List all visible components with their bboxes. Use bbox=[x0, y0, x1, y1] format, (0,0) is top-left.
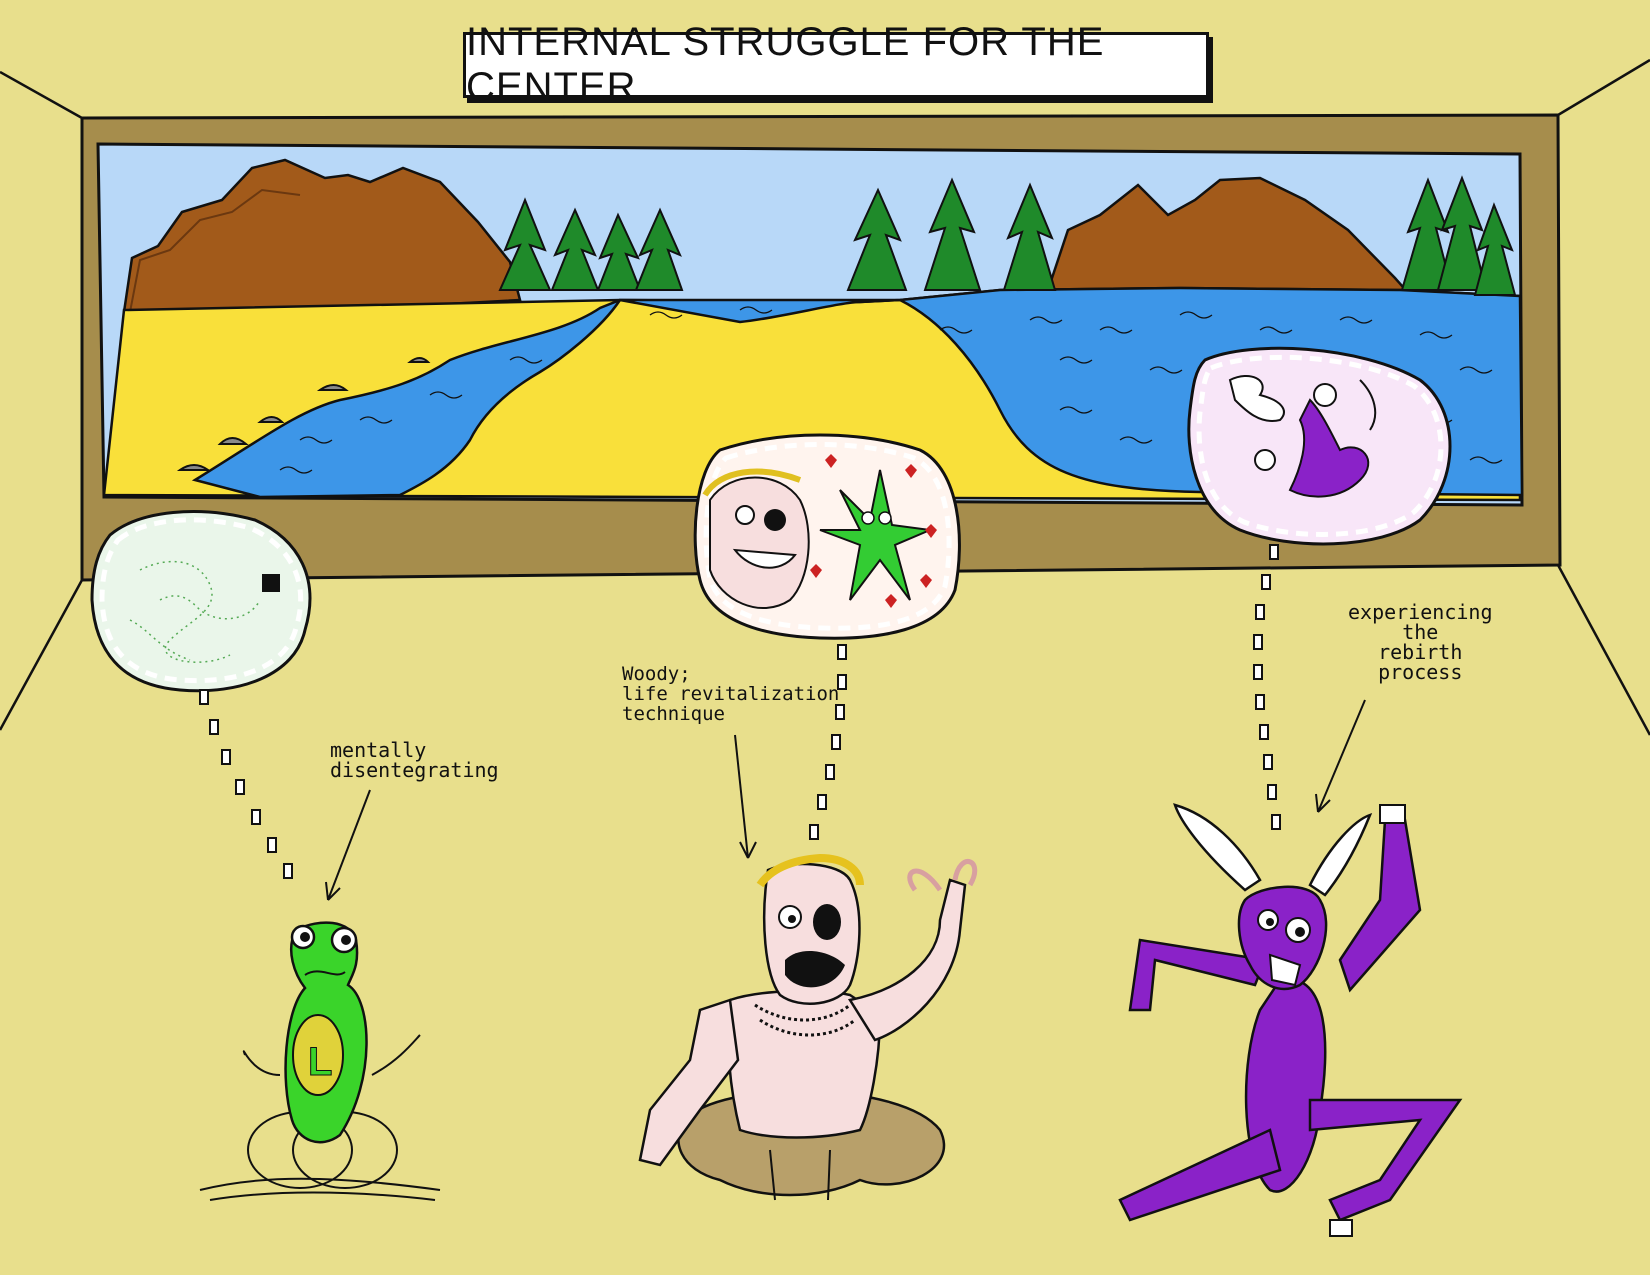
landscape-painting bbox=[80, 113, 1562, 582]
caption-arrows bbox=[325, 699, 1366, 901]
thought-bubble-middle bbox=[693, 433, 961, 640]
thought-dashes bbox=[199, 544, 1281, 879]
mountain-right bbox=[1046, 176, 1413, 297]
pine-trees bbox=[498, 175, 1517, 296]
room-lines bbox=[0, 58, 1650, 736]
caption-left: mentally disentegrating bbox=[330, 738, 499, 782]
thought-bubble-right bbox=[1187, 346, 1452, 546]
letter-l: L bbox=[308, 1040, 332, 1084]
caption-right: experiencing the rebirth process bbox=[1348, 600, 1493, 684]
green-frog-character: L bbox=[199, 921, 441, 1201]
woody-character bbox=[638, 853, 978, 1201]
thought-bubble-left bbox=[90, 510, 312, 693]
purple-creature-character bbox=[1118, 803, 1463, 1237]
comic-title: INTERNAL STRUGGLE FOR THE CENTER bbox=[463, 20, 1209, 109]
caption-middle: Woody; life revitalization technique bbox=[622, 663, 840, 725]
black-square-icon bbox=[262, 574, 280, 592]
